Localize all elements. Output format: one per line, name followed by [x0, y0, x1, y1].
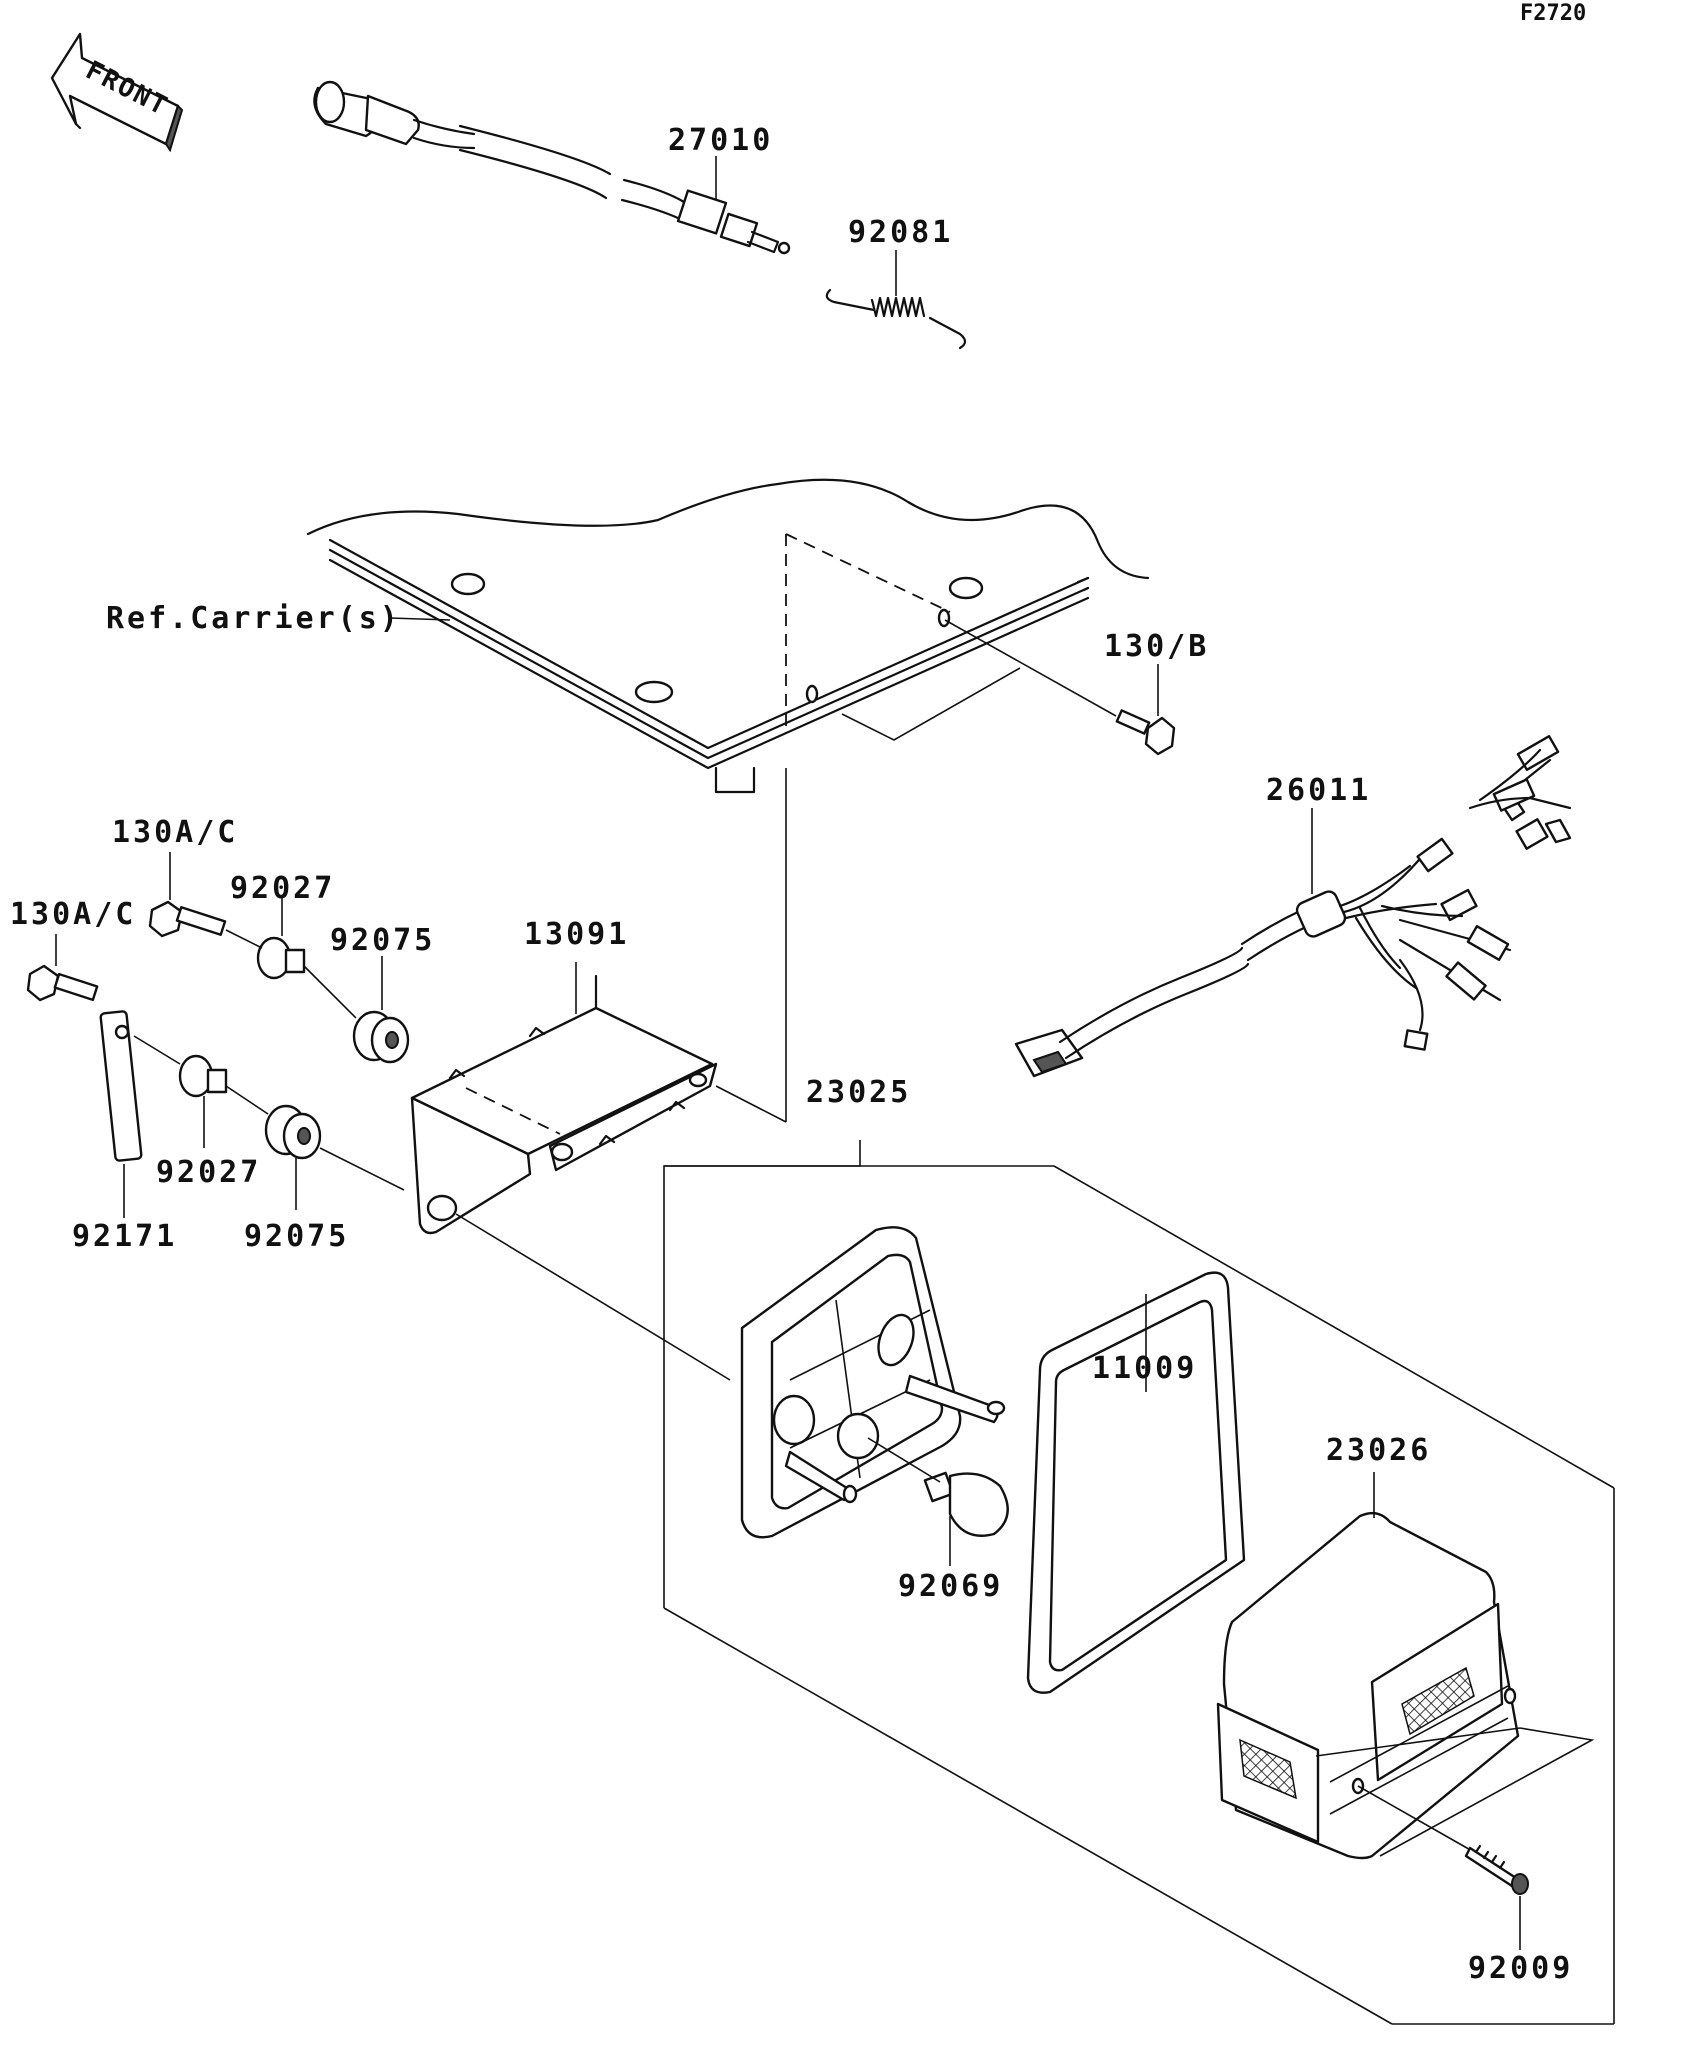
figure-code: F2720 [1520, 1, 1586, 26]
callout-92075-lower: 92075 [244, 1219, 349, 1254]
callout-26011: 26011 [1266, 773, 1371, 808]
callout-92027-upper: 92027 [230, 871, 335, 906]
collar-92027-upper [256, 896, 306, 980]
screw-92009 [1357, 1785, 1529, 1950]
stop-switch-27010 [313, 80, 791, 255]
tail-lamp-23025 [663, 1140, 1615, 2025]
spring-92081 [825, 288, 967, 350]
plate-92171 [99, 1010, 143, 1218]
front-direction-arrow-icon: FRONT [50, 32, 184, 153]
carrier-ref-label: Ref.Carrier(s) [106, 601, 401, 636]
callout-130b: 130/B [1104, 629, 1209, 664]
lamp-cover-23026 [1216, 1472, 1595, 1860]
collar-92027-lower [178, 1054, 228, 1148]
grommet-92075-upper [352, 956, 410, 1064]
bulb-92069 [867, 1437, 1009, 1566]
wire-harness-26011 [1014, 735, 1572, 1078]
carrier-reference: Ref.Carrier(s) [106, 478, 1150, 794]
leader-lines-fasteners [133, 929, 405, 1191]
callout-92009: 92009 [1468, 1951, 1573, 1986]
callout-13091: 13091 [524, 917, 629, 952]
lens-gasket-11009 [1026, 1271, 1246, 1694]
bolt-130ac-upper [148, 852, 227, 938]
callout-11009: 11009 [1092, 1351, 1197, 1386]
callout-92075-upper: 92075 [330, 923, 435, 958]
bolt-130b [1115, 664, 1176, 756]
callout-130ac-upper: 130A/C [112, 815, 238, 850]
callout-23025: 23025 [806, 1075, 911, 1110]
callout-130ac-lower: 130A/C [10, 897, 136, 932]
callout-92171: 92171 [72, 1219, 177, 1254]
callout-92027-lower: 92027 [156, 1155, 261, 1190]
callout-92069: 92069 [898, 1569, 1003, 1604]
grommet-92075-lower [264, 1104, 322, 1210]
callout-23026: 23026 [1326, 1433, 1431, 1468]
bolt-130ac-lower [26, 934, 99, 1002]
callout-27010: 27010 [668, 123, 773, 158]
part-number-callouts: 27010 92081 130/B 26011 130A/C 130A/C 92… [10, 123, 1573, 1986]
bracket-13091 [410, 768, 787, 1381]
callout-92081: 92081 [848, 215, 953, 250]
